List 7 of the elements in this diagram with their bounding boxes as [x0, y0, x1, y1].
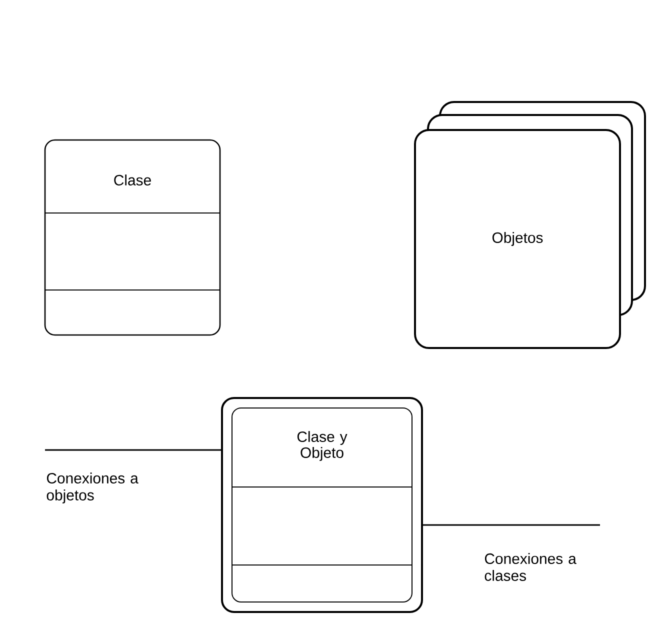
edge-label: Conexiones a clases: [483, 552, 586, 582]
connection-line: [423, 524, 600, 526]
edge-label: Conexiones a objetos: [45, 472, 148, 504]
object-stack: Objetos: [414, 101, 646, 349]
class-object-box: Clase y Objeto: [221, 397, 423, 613]
connection-line: [45, 449, 221, 451]
class-box: Clase: [44, 139, 221, 336]
